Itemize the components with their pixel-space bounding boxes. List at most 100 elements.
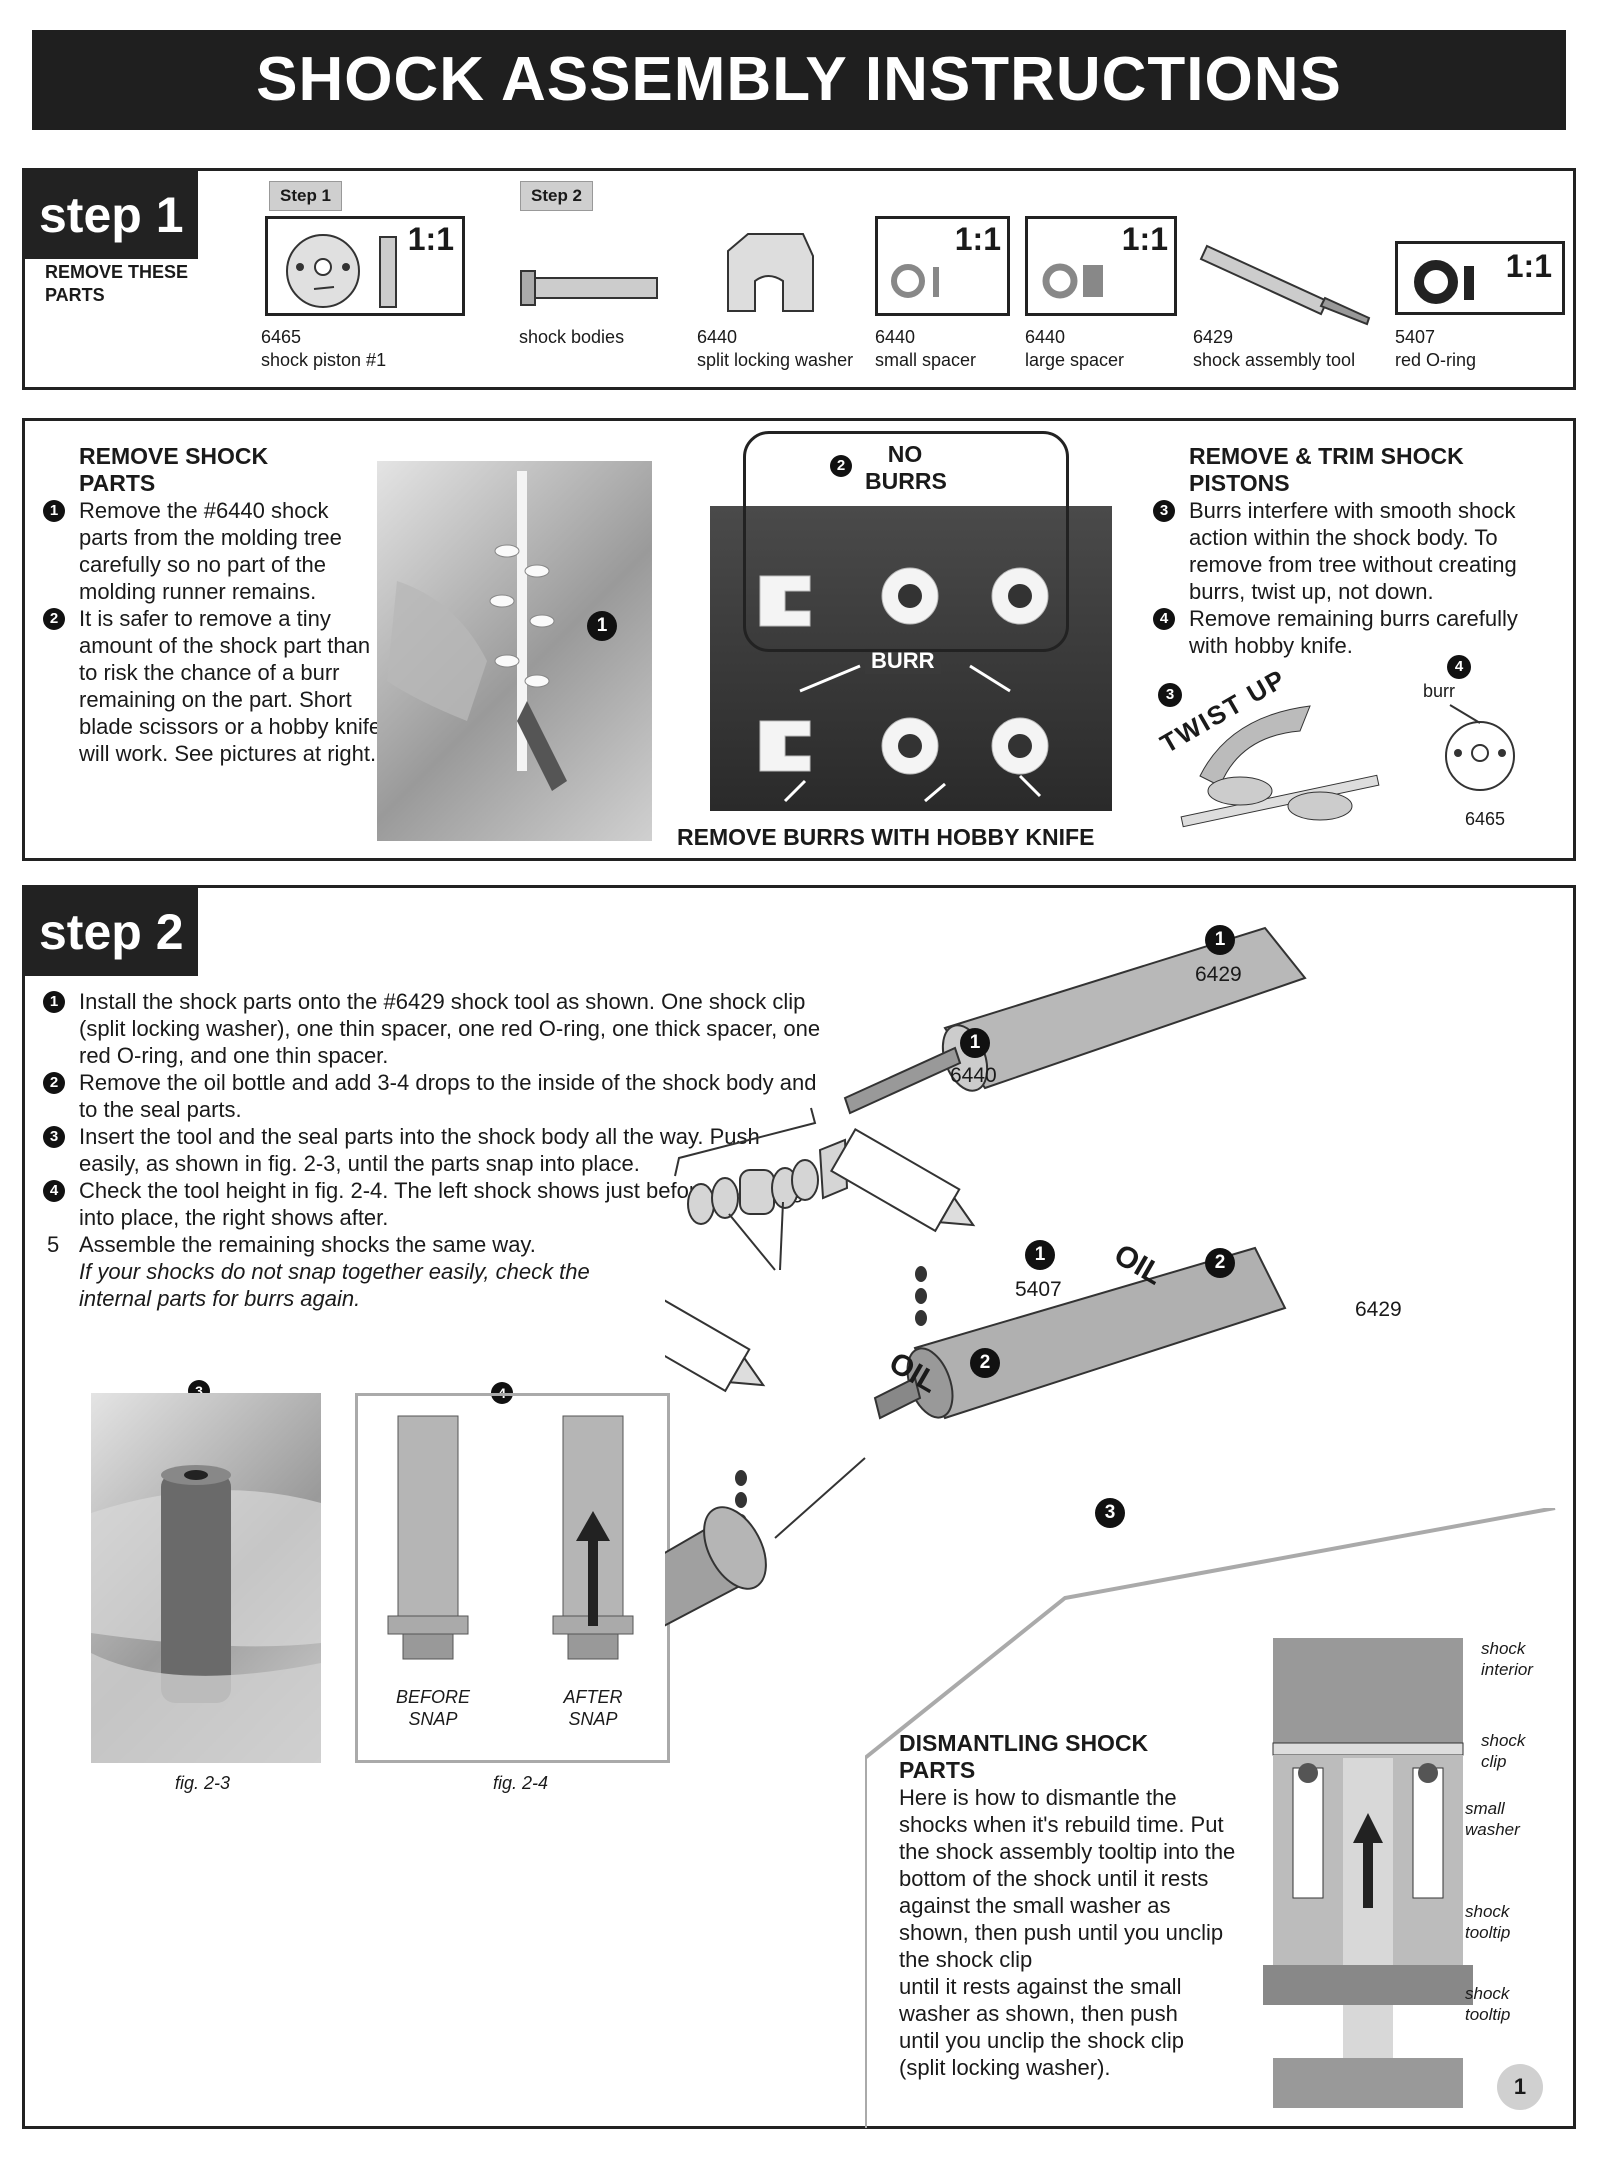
remove-right-text-3: Burrs interfere with smooth shock action… <box>1189 498 1517 604</box>
dismantle-title: DISMANTLING SHOCK PARTS <box>899 1730 1149 1783</box>
step2-text-5: Assemble the remaining shocks the same w… <box>79 1232 536 1257</box>
tool-callout: 1 <box>1205 925 1235 955</box>
tool-top-icon <box>843 926 1307 1115</box>
step2-text-2: Remove the oil bottle and add 3-4 drops … <box>79 1070 817 1122</box>
tool-part-label-b: 6429 <box>1355 1298 1402 1321</box>
step2-item-1: 1 Install the shock parts onto the #6429… <box>43 988 823 1069</box>
step-number-4: 4 <box>1153 608 1175 630</box>
step1-tab: step 1 <box>25 171 198 259</box>
small-spacer-scale: 1:1 <box>954 221 1001 257</box>
cutaway-label-tooltip-2: shock tooltip <box>1465 1984 1511 2024</box>
step2-text-1: Install the shock parts onto the #6429 s… <box>79 989 821 1068</box>
part-num: 6465 <box>261 327 302 347</box>
part-name: split locking washer <box>697 350 854 370</box>
piston-scale: 1:1 <box>407 221 454 257</box>
twist-num: 3 <box>1158 683 1182 707</box>
small-spacer-icon <box>891 264 939 298</box>
cutaway-label-tooltip: shock tooltip <box>1465 1902 1511 1942</box>
piston-burr-number: 6465 <box>1465 809 1506 829</box>
part-name: large spacer <box>1025 350 1125 370</box>
step2-panel: step 2 1 Install the shock parts onto th… <box>22 885 1576 2129</box>
burr-small-label: burr <box>1423 681 1456 701</box>
burr-label: BURR <box>865 648 941 674</box>
oring-callout: 1 <box>1025 1240 1055 1270</box>
step2-item-3: 3 Insert the tool and the seal parts int… <box>43 1123 823 1177</box>
dismantle-text-dup: until it rests against the small washer … <box>899 1974 1184 2080</box>
fig4-caption: fig. 2-4 <box>493 1773 549 1793</box>
remove-burrs-caption: REMOVE BURRS WITH HOBBY KNIFE <box>677 824 1095 850</box>
page-title: SHOCK ASSEMBLY INSTRUCTIONS <box>32 30 1566 130</box>
step2-item-5: 5 Assemble the remaining shocks the same… <box>43 1231 823 1258</box>
piston-scale-box: 1:1 <box>265 216 465 316</box>
dismantle-text-block: DISMANTLING SHOCK PARTS Here is how to d… <box>899 1730 1239 2081</box>
piston-icon <box>286 234 397 308</box>
part-num: 6440 <box>1025 327 1066 347</box>
remove-left-item-1: 1 Remove the #6440 shock parts from the … <box>43 497 383 605</box>
photo-callout: 1 <box>587 611 617 641</box>
fig3-photo <box>91 1393 321 1763</box>
oring-part-label: 5407 <box>1015 1278 1062 1301</box>
remove-left-item-2: 2 It is safer to remove a tiny amount of… <box>43 605 383 767</box>
remove-left-text-2: It is safer to remove a tiny amount of t… <box>79 606 382 766</box>
step2-item-2: 2 Remove the oil bottle and add 3-4 drop… <box>43 1069 823 1123</box>
split-washer-icon <box>727 233 814 312</box>
fig3-photo-art <box>91 1465 321 1763</box>
no-burrs-num: 2 <box>830 455 852 477</box>
step-number-5: 5 <box>47 1232 60 1257</box>
burrs-photo-art <box>759 567 1049 803</box>
part-name: small spacer <box>875 350 977 370</box>
step2-text-4: Check the tool height in fig. 2-4. The l… <box>79 1178 804 1230</box>
after-snap-label: AFTER SNAP <box>563 1687 623 1729</box>
remove-right-item-4: 4 Remove remaining burrs carefully with … <box>1153 605 1553 659</box>
sub-step2-label: Step 2 <box>520 181 594 211</box>
step-number-1: 1 <box>43 500 65 522</box>
part-num: 6440 <box>875 327 916 347</box>
large-spacer-scale-box: 1:1 <box>1025 216 1177 316</box>
remove-left-text-1: Remove the #6440 shock parts from the mo… <box>79 498 342 604</box>
assembly-tool-icon <box>1199 244 1371 326</box>
step-number-3: 3 <box>43 1126 65 1148</box>
no-burrs-header: 2 NO BURRS <box>825 441 1025 495</box>
page-number: 1 <box>1497 2064 1543 2110</box>
dismantle-divider <box>865 1508 1556 2128</box>
fig4-shocks-art <box>387 1415 634 1660</box>
oring-scale: 1:1 <box>1505 248 1552 284</box>
burr-num: 4 <box>1447 655 1471 679</box>
step-number-2: 2 <box>43 1072 65 1094</box>
step-number-1: 1 <box>43 991 65 1013</box>
part-num: 6429 <box>1193 327 1234 347</box>
cutaway-label-interior: shock interior <box>1481 1639 1533 1679</box>
fig4-frame: BEFORE SNAP AFTER SNAP <box>355 1393 670 1763</box>
remove-right-title: REMOVE & TRIM SHOCK PISTONS <box>1189 443 1464 496</box>
remove-left-column: REMOVE SHOCK PARTS 1 Remove the #6440 sh… <box>43 443 383 767</box>
part-caption-bodies: shock bodies <box>519 326 624 349</box>
large-spacer-icon <box>1042 263 1103 299</box>
step2-text-3: Insert the tool and the seal parts into … <box>79 1124 760 1176</box>
dismantle-text: Here is how to dismantle the shocks when… <box>899 1785 1236 1972</box>
small-spacer-scale-box: 1:1 <box>875 216 1010 316</box>
molding-tree-photo: 1 <box>377 461 652 841</box>
large-spacer-scale: 1:1 <box>1121 221 1168 257</box>
shock-body-icon <box>520 270 658 306</box>
tool-part-label: 6429 <box>1195 963 1242 986</box>
part-name: shock bodies <box>519 327 625 347</box>
sub-step1-label: Step 1 <box>269 181 343 211</box>
remove-left-title: REMOVE SHOCK PARTS <box>79 443 269 496</box>
step-number-3: 3 <box>1153 500 1175 522</box>
no-burrs-label: NO BURRS <box>865 441 947 494</box>
part-caption-tool: 6429 shock assembly tool <box>1193 326 1355 372</box>
shock-cutaway-diagram <box>1263 1638 1473 2108</box>
scissors-photo-art <box>387 471 567 791</box>
part-caption-piston: 6465 shock piston #1 <box>261 326 386 372</box>
part-caption-washer: 6440 split locking washer <box>697 326 853 372</box>
part-caption-oring: 5407 red O-ring <box>1395 326 1476 372</box>
step2-note: If your shocks do not snap together easi… <box>79 1259 590 1311</box>
insert-callout: 3 <box>1095 1498 1125 1528</box>
piston-burr-diagram <box>1445 704 1515 791</box>
oring-icon <box>1414 260 1474 304</box>
burrs-photo: BURR <box>710 506 1112 811</box>
step2-tab: step 2 <box>25 888 198 976</box>
step-number-4: 4 <box>43 1180 65 1202</box>
part-num: 6440 <box>697 327 738 347</box>
spacer-callout: 1 <box>960 1028 990 1058</box>
